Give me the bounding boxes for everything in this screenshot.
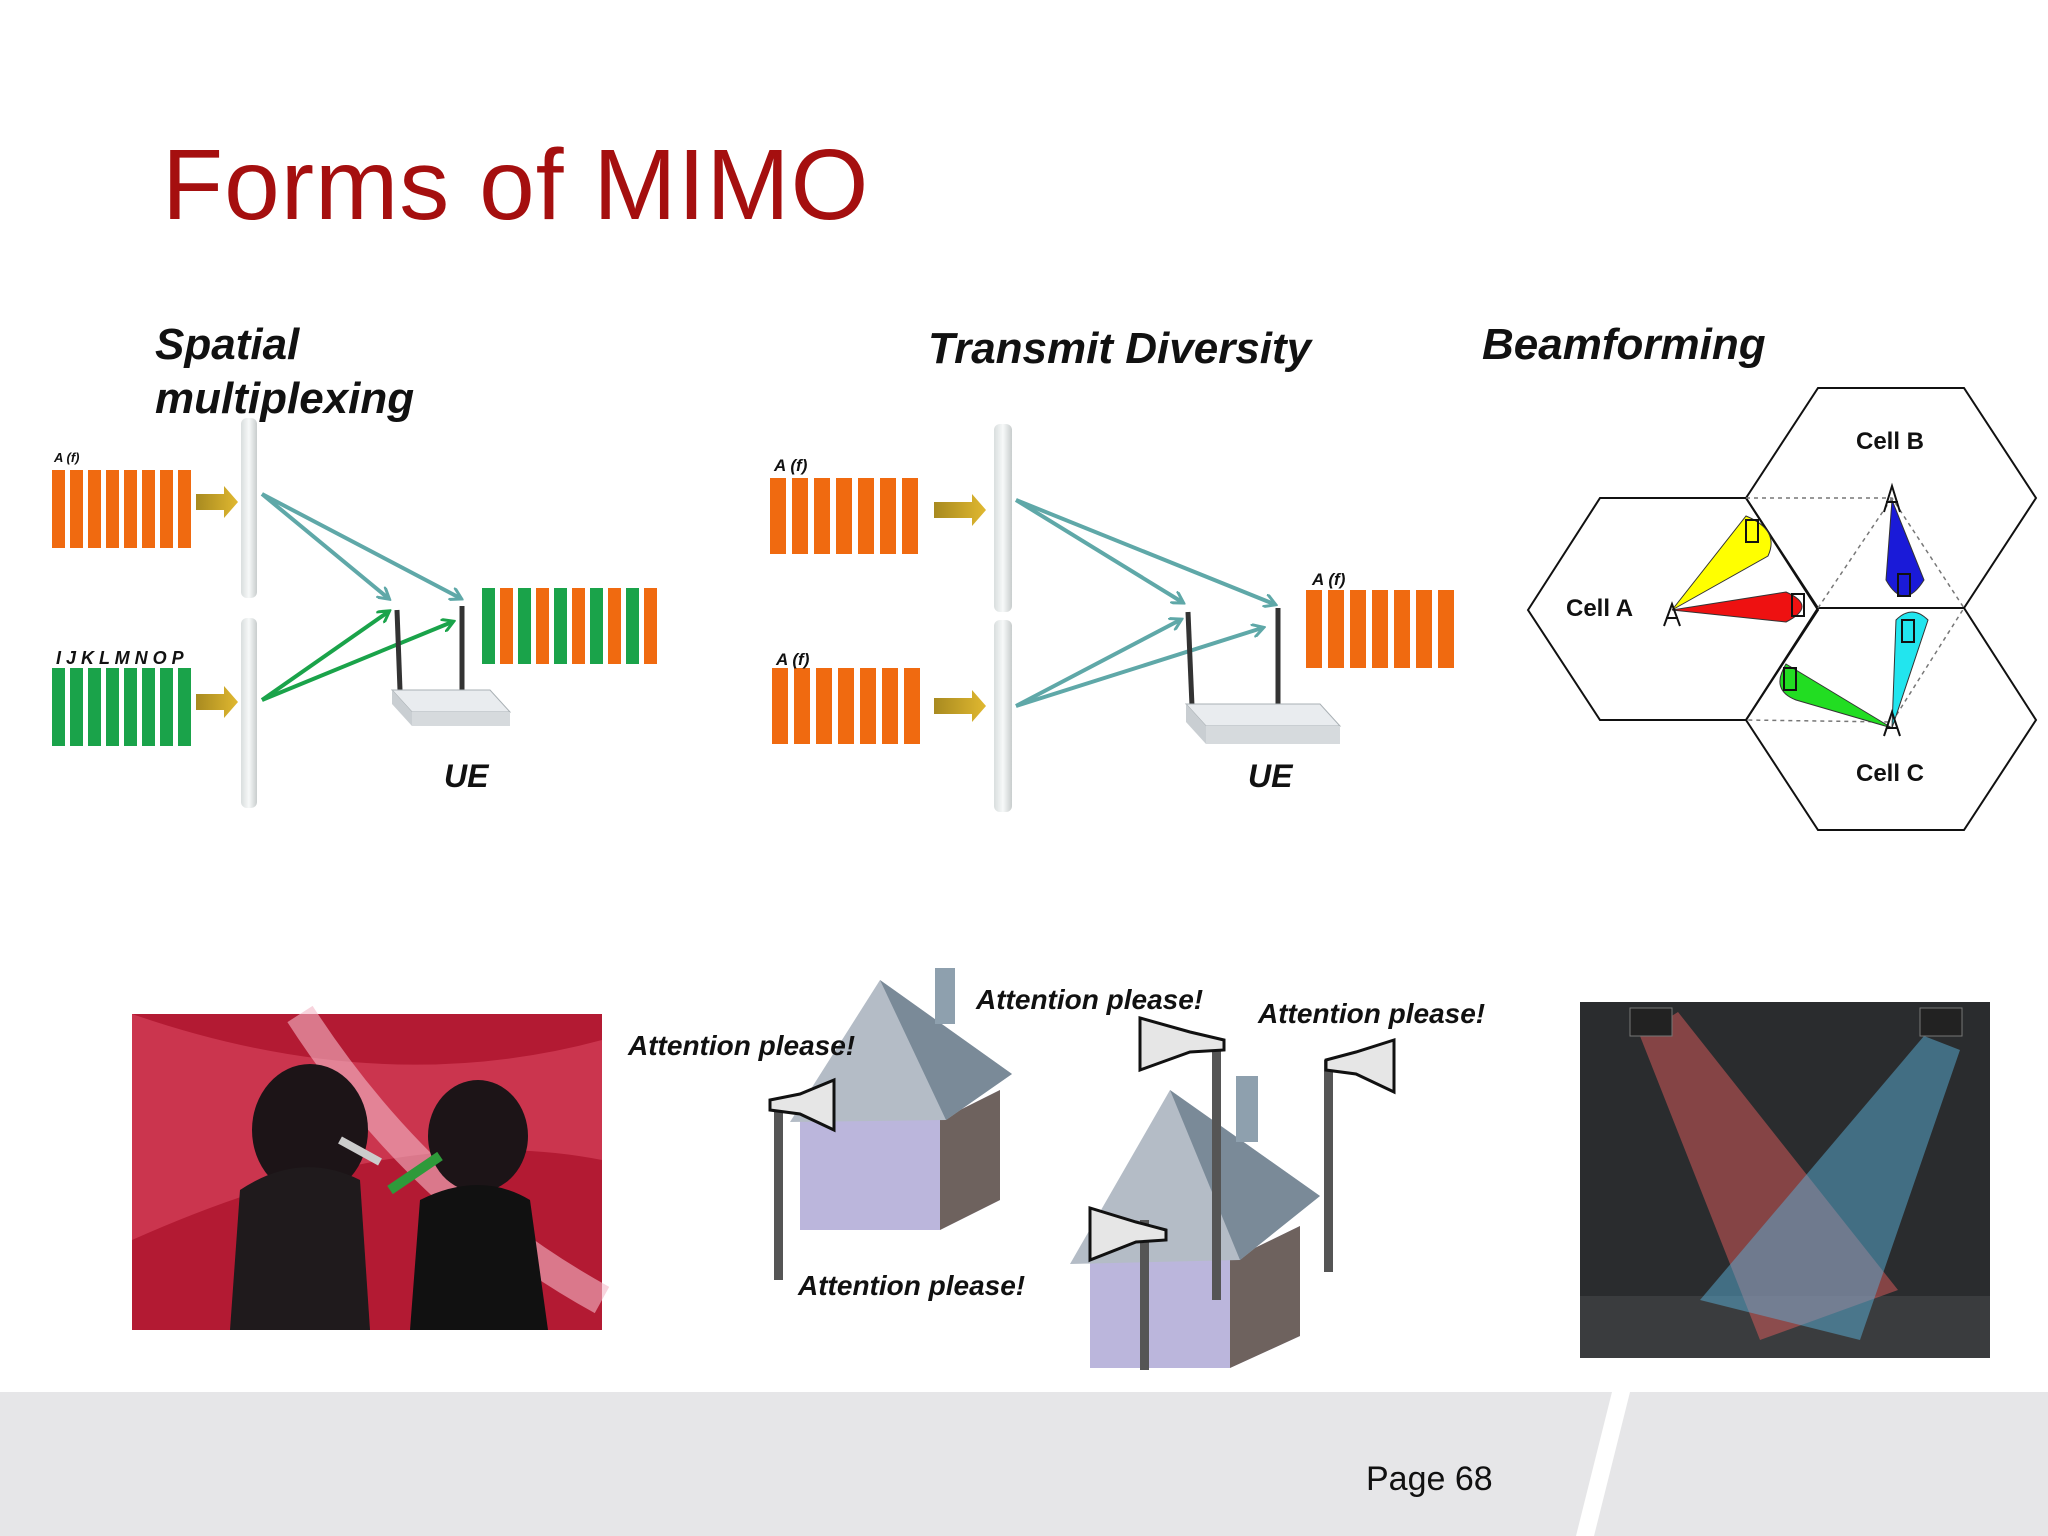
transmit-diversity-diagram (770, 424, 1454, 812)
orange-bars-top (52, 470, 191, 548)
megaphone-icon (1324, 1037, 1396, 1095)
spotlight-icon (1629, 1007, 1673, 1037)
spotlights-photo (1580, 1002, 1990, 1358)
antenna-mast-icon (241, 618, 257, 808)
duet-singers-photo (132, 1005, 610, 1330)
orange-bars-td-bottom (772, 668, 920, 744)
hexagon-cell-a (1526, 497, 1820, 721)
spatial-ue-label: UE (444, 758, 489, 794)
phone-icon (1783, 667, 1797, 691)
transmit-diversity-heading: Transmit Diversity (928, 324, 1312, 373)
td-received-label: A (f) (1312, 570, 1346, 589)
received-bars-mixed (482, 588, 657, 664)
megaphone-icon (1088, 1205, 1168, 1263)
orange-bars-td-received (1306, 590, 1454, 668)
green-bars-bottom (52, 668, 191, 746)
antenna-mast-icon (994, 424, 1012, 612)
gold-arrow-icon (934, 690, 986, 722)
megaphone-icon (1138, 1016, 1226, 1073)
footer-slash-decoration (1576, 1392, 1630, 1536)
td-stream2-label: A (f) (776, 650, 810, 669)
phone-icon (1791, 593, 1805, 617)
attention-text-4: Attention please! (798, 1270, 1026, 1301)
spatial-heading-line1: Spatial (155, 320, 300, 369)
gold-arrow-icon (934, 494, 986, 526)
spotlight-icon (1919, 1007, 1963, 1037)
green-beam (1779, 663, 1893, 729)
attention-text-3: Attention please! (1258, 998, 1486, 1029)
cell-b-label: Cell B (1856, 428, 1925, 455)
gold-arrow-icon (196, 486, 238, 518)
antenna-mast-icon (241, 418, 257, 598)
antenna-mast-icon (994, 620, 1012, 812)
attention-text-1: Attention please! (628, 1030, 856, 1061)
router-ue-icon (1184, 608, 1342, 744)
cell-tower-icon (1883, 482, 1901, 513)
cell-a-label: Cell A (1566, 595, 1634, 622)
red-beam (1671, 591, 1803, 623)
hexagon-cell-c (1744, 607, 2038, 831)
blue-beam (1885, 499, 1925, 597)
attention-text-2: Attention please! (976, 984, 1204, 1015)
cell-c-label: Cell C (1856, 760, 1925, 787)
houses-loudspeakers-illustration (768, 968, 1396, 1370)
page-number: Page 68 (1366, 1460, 1493, 1498)
orange-bars-td-top (770, 478, 918, 554)
phone-icon (1897, 573, 1911, 597)
beamforming-heading: Beamforming (1482, 320, 1766, 369)
spatial-heading: Spatial multiplexing (155, 318, 414, 426)
spatial-heading-line2: multiplexing (155, 374, 415, 423)
megaphone-icon (768, 1077, 836, 1133)
yellow-beam (1671, 515, 1772, 611)
spatial-stream1-label: A (f) (54, 450, 80, 465)
slide-footer (0, 1392, 2048, 1536)
router-ue-icon (390, 606, 512, 726)
phone-icon (1745, 519, 1759, 543)
td-ue-label: UE (1248, 758, 1293, 794)
beamforming-diagram (1526, 387, 2038, 831)
spatial-stream2-label: I J K L M N O P (56, 648, 184, 668)
slide-title: Forms of MIMO (162, 129, 870, 241)
cell-tower-icon (1663, 601, 1681, 627)
td-stream1-label: A (f) (774, 456, 808, 475)
gold-arrow-icon (196, 686, 238, 718)
cell-tower-icon (1883, 708, 1901, 737)
cyan-beam (1891, 611, 1929, 729)
phone-icon (1901, 619, 1915, 643)
